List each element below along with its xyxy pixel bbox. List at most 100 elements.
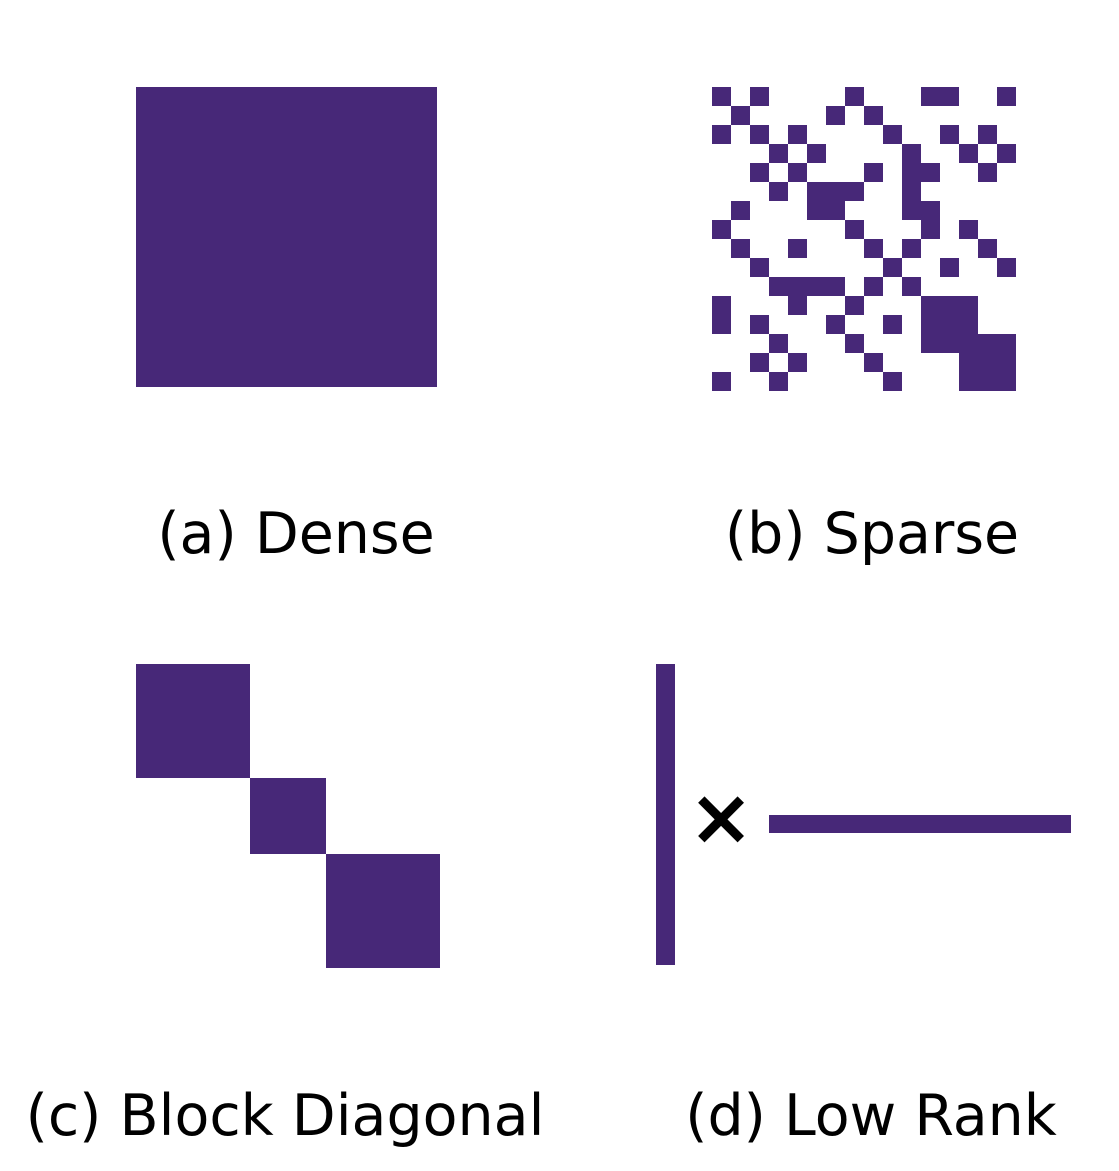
sparse-cell	[997, 258, 1016, 277]
sparse-cell	[883, 125, 902, 144]
sparse-cell	[997, 87, 1016, 106]
diagonal-block	[250, 778, 326, 854]
sparse-cell	[788, 277, 807, 296]
sparse-cell	[978, 353, 997, 372]
sparse-cell	[921, 87, 940, 106]
caption-sparse: (b) Sparse	[724, 501, 1020, 567]
low-rank-row-vector	[769, 815, 1071, 833]
sparse-cell	[997, 353, 1016, 372]
sparse-cell	[940, 296, 959, 315]
diagonal-block	[326, 854, 440, 968]
sparse-cell	[807, 144, 826, 163]
sparse-cell	[940, 87, 959, 106]
sparse-cell	[864, 163, 883, 182]
sparse-cell	[712, 87, 731, 106]
sparse-cell	[845, 220, 864, 239]
sparse-cell	[921, 334, 940, 353]
sparse-cell	[997, 334, 1016, 353]
sparse-cell	[959, 372, 978, 391]
sparse-cell	[712, 220, 731, 239]
sparse-cell	[921, 315, 940, 334]
sparse-cell	[902, 182, 921, 201]
sparse-cell	[902, 239, 921, 258]
sparse-cell	[769, 334, 788, 353]
sparse-cell	[959, 296, 978, 315]
sparse-cell	[807, 201, 826, 220]
sparse-cell	[731, 106, 750, 125]
sparse-cell	[769, 182, 788, 201]
caption-dense: (a) Dense	[157, 501, 435, 567]
sparse-cell	[959, 220, 978, 239]
sparse-cell	[978, 372, 997, 391]
sparse-cell	[788, 239, 807, 258]
sparse-cell	[845, 334, 864, 353]
sparse-cell	[940, 334, 959, 353]
sparse-cell	[883, 372, 902, 391]
sparse-cell	[788, 125, 807, 144]
sparse-cell	[750, 258, 769, 277]
sparse-cell	[769, 277, 788, 296]
sparse-cell	[750, 353, 769, 372]
sparse-cell	[750, 315, 769, 334]
sparse-cell	[864, 106, 883, 125]
sparse-cell	[921, 296, 940, 315]
sparse-cell	[826, 277, 845, 296]
sparse-cell	[826, 201, 845, 220]
caption-low-rank: (d) Low Rank	[685, 1083, 1057, 1149]
sparse-cell	[883, 258, 902, 277]
sparse-cell	[978, 239, 997, 258]
sparse-cell	[712, 125, 731, 144]
sparse-cell	[883, 315, 902, 334]
sparse-cell	[807, 277, 826, 296]
sparse-cell	[826, 315, 845, 334]
sparse-cell	[845, 296, 864, 315]
dense-matrix	[136, 87, 437, 387]
sparse-cell	[902, 201, 921, 220]
sparse-cell	[902, 163, 921, 182]
sparse-cell	[921, 220, 940, 239]
sparse-cell	[788, 296, 807, 315]
sparse-cell	[712, 296, 731, 315]
sparse-cell	[959, 144, 978, 163]
block-diagonal-matrix	[136, 664, 440, 968]
sparse-cell	[788, 163, 807, 182]
sparse-cell	[978, 334, 997, 353]
sparse-cell	[959, 315, 978, 334]
sparse-cell	[826, 182, 845, 201]
sparse-cell	[788, 353, 807, 372]
sparse-cell	[864, 353, 883, 372]
caption-block-diagonal: (c) Block Diagonal	[25, 1083, 545, 1149]
sparse-cell	[940, 258, 959, 277]
sparse-cell	[750, 163, 769, 182]
sparse-cell	[731, 201, 750, 220]
sparse-cell	[750, 125, 769, 144]
sparse-cell	[997, 144, 1016, 163]
low-rank-column-vector	[656, 664, 675, 965]
sparse-cell	[864, 239, 883, 258]
sparse-cell	[902, 144, 921, 163]
sparse-cell	[959, 353, 978, 372]
sparse-cell	[902, 277, 921, 296]
sparse-cell	[845, 87, 864, 106]
multiply-operator-icon: ×	[688, 772, 754, 863]
diagonal-block	[136, 664, 250, 778]
sparse-cell	[769, 372, 788, 391]
sparse-cell	[845, 182, 864, 201]
sparse-cell	[921, 201, 940, 220]
sparse-cell	[978, 125, 997, 144]
sparse-cell	[921, 163, 940, 182]
sparse-cell	[712, 315, 731, 334]
sparse-cell	[997, 372, 1016, 391]
sparse-cell	[978, 163, 997, 182]
sparse-cell	[750, 87, 769, 106]
sparse-cell	[807, 182, 826, 201]
sparse-cell	[712, 372, 731, 391]
sparse-cell	[959, 334, 978, 353]
sparse-matrix	[712, 87, 1016, 391]
sparse-cell	[940, 315, 959, 334]
sparse-cell	[731, 239, 750, 258]
sparse-cell	[940, 125, 959, 144]
sparse-cell	[864, 277, 883, 296]
sparse-cell	[826, 106, 845, 125]
